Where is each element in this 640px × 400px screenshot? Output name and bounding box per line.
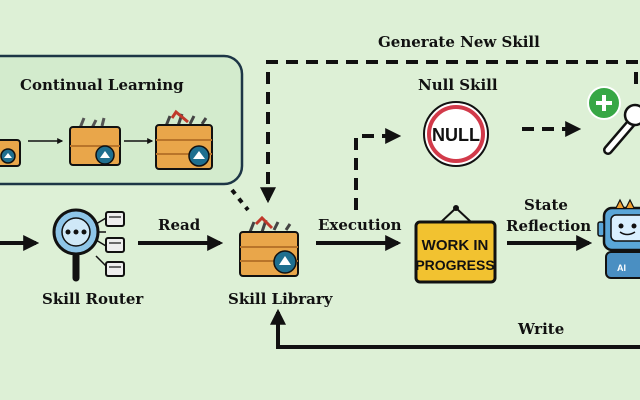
null-text: NULL <box>432 125 480 145</box>
write-label: Write <box>518 320 565 338</box>
generate-new-skill-arrow <box>260 60 638 204</box>
null-skill-label: Null Skill <box>418 76 498 94</box>
skill-library-icon <box>239 215 299 277</box>
small-crate-icon <box>0 139 21 167</box>
execution-to-null-arrow <box>354 128 402 210</box>
write-arrow <box>270 308 640 349</box>
plus-icon <box>587 86 621 120</box>
continual-learning-label: Continual Learning <box>20 76 184 94</box>
state-reflection-label-line1: State <box>524 196 568 214</box>
robot-agent-icon: AI <box>597 198 640 279</box>
sign-line-1: WORK IN <box>422 237 489 254</box>
sign-line-2: PROGRESS <box>415 257 494 273</box>
medium-crate-icon <box>69 117 121 166</box>
large-crate-icon <box>155 109 213 170</box>
robot-badge-text: AI <box>617 263 626 273</box>
panel-to-library-dotted <box>230 188 250 212</box>
read-label: Read <box>158 216 201 234</box>
work-in-progress-icon: WORK IN PROGRESS <box>414 205 497 284</box>
generate-new-skill-label: Generate New Skill <box>378 33 540 51</box>
skill-library-label: Skill Library <box>228 290 333 308</box>
skill-router-icon <box>52 208 125 282</box>
state-reflection-label-line2: Reflection <box>506 217 592 235</box>
new-skill-wrench-icon <box>603 103 640 155</box>
execution-label: Execution <box>318 216 402 234</box>
skill-router-label: Skill Router <box>42 290 144 308</box>
null-skill-icon: NULL <box>423 101 489 167</box>
